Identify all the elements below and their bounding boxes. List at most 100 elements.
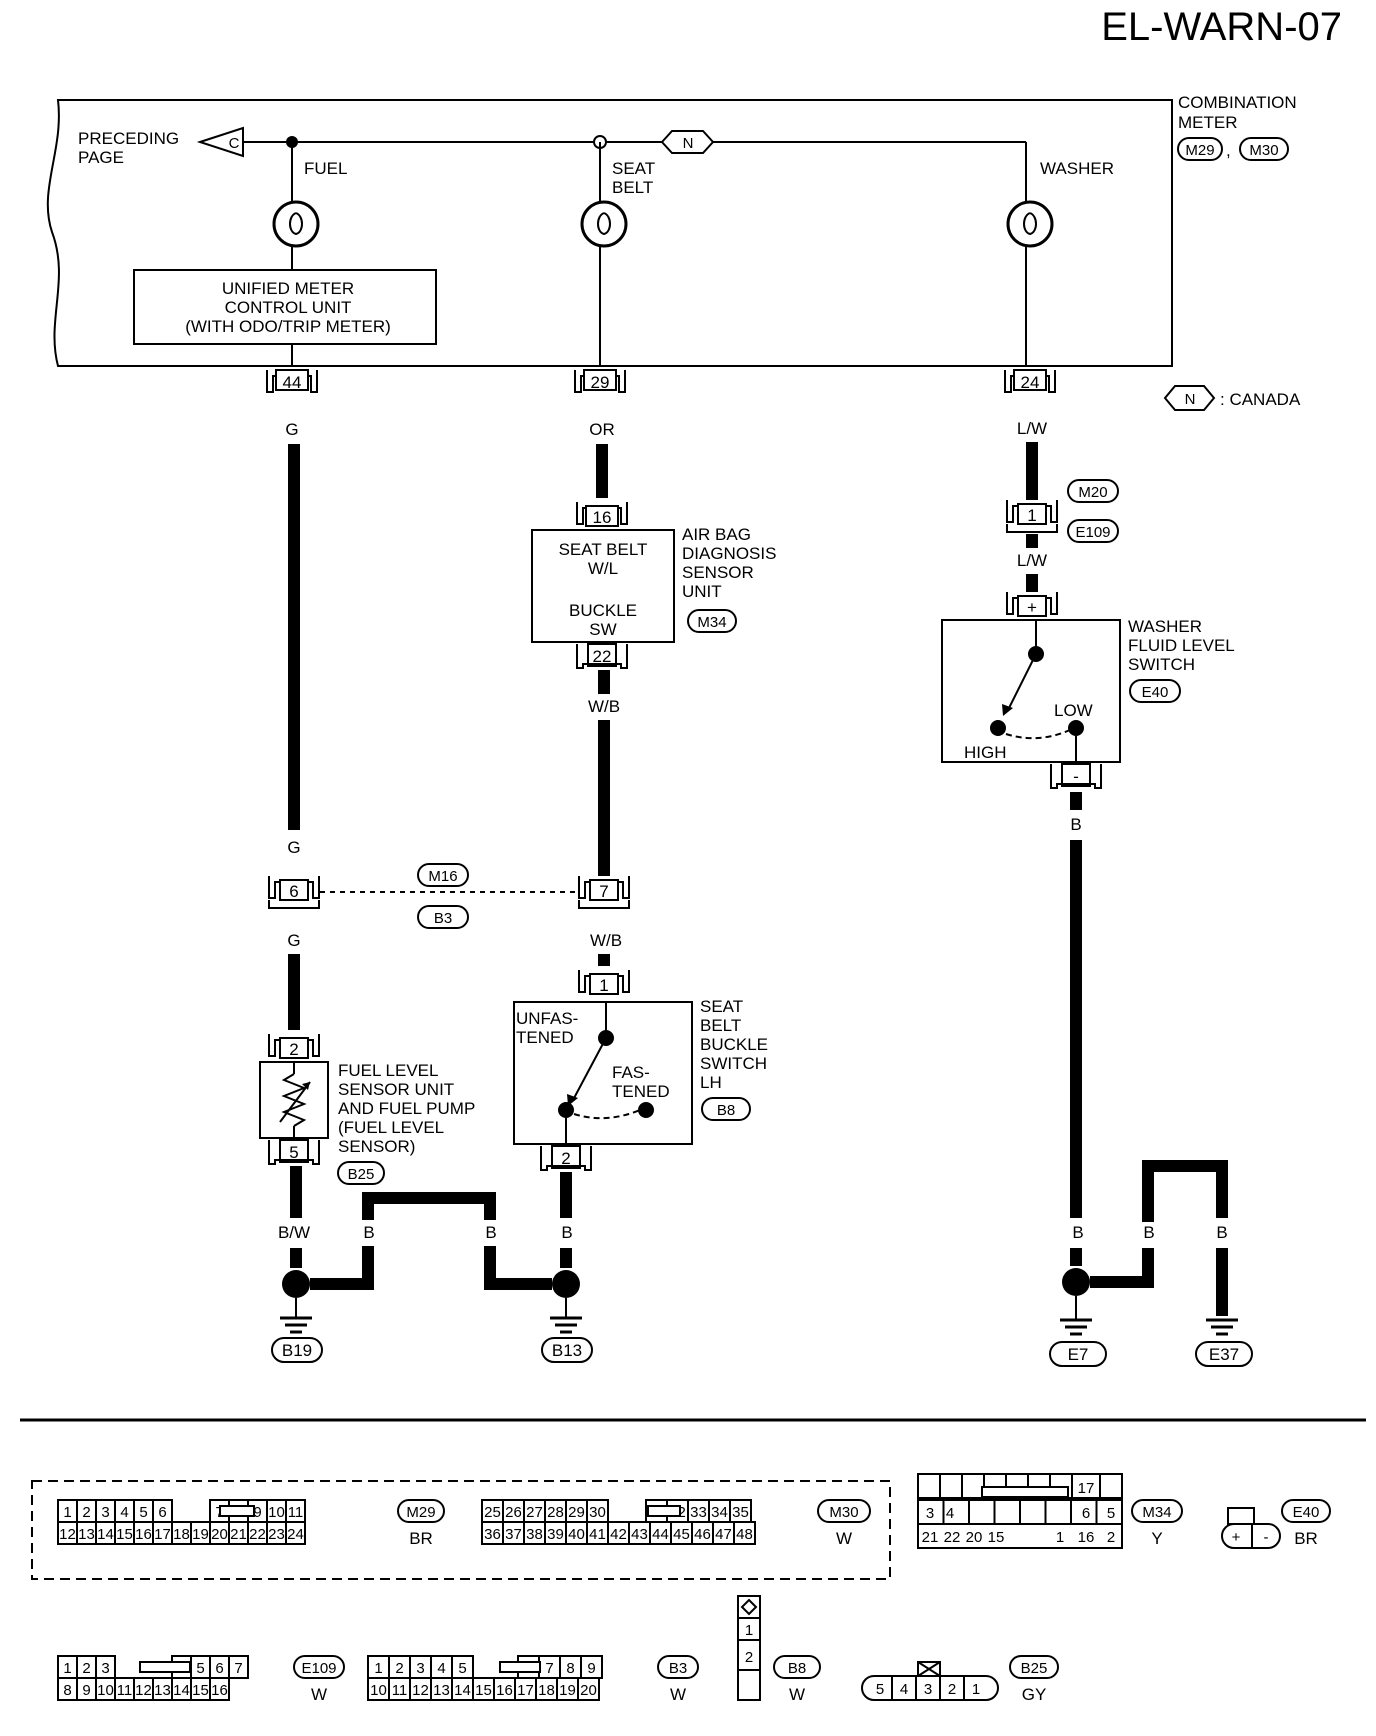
washer-terminal-minus: - — [1073, 767, 1079, 786]
m30-pin-35: 35 — [732, 1504, 749, 1521]
m29-pin-3: 3 — [101, 1504, 109, 1521]
m34-pin-3: 3 — [926, 1505, 934, 1522]
m34-pin-22: 22 — [944, 1529, 961, 1546]
wire-fuel-lower: G — [287, 931, 300, 950]
m29-pin-18: 18 — [173, 1526, 190, 1543]
e109-pin-15: 15 — [192, 1682, 209, 1699]
washer-low: LOW — [1054, 701, 1093, 720]
wire-seat-mid: W/B — [588, 697, 620, 716]
m30-pin-46: 46 — [694, 1526, 711, 1543]
fuel-sensor-label-2: SENSOR UNIT — [338, 1080, 454, 1099]
airbag-terminal-16: 16 — [593, 508, 612, 527]
airbag-connector: M34 — [697, 614, 726, 631]
airbag-inner-1: SEAT BELT — [559, 540, 648, 559]
fuel-sensor-label-5: SENSOR) — [338, 1137, 415, 1156]
m29-pin-11: 11 — [288, 1504, 304, 1521]
washer-circuit: L/W 1 M20 E109 L/W + HIGH LOW WASHER FLU… — [941, 419, 1253, 1367]
b3-pin-5: 5 — [458, 1660, 466, 1677]
m34-pin-17: 17 — [1078, 1480, 1095, 1497]
junction-terminal-1: 1 — [1027, 506, 1036, 525]
m30-pin-39: 39 — [547, 1526, 564, 1543]
combination-meter: COMBINATION METER M29 , M30 PRECEDING PA… — [46, 93, 1297, 367]
control-unit-3: (WITH ODO/TRIP METER) — [185, 317, 391, 336]
wire-ground-e3: B — [1216, 1223, 1227, 1242]
meter-connector-m29: M29 — [1185, 142, 1214, 159]
b8-color: W — [789, 1685, 805, 1704]
m29-pin-6: 6 — [158, 1504, 166, 1521]
preceding-page-2: PAGE — [78, 148, 124, 167]
b25-pin-1: 1 — [972, 1681, 980, 1698]
ground-b19: B19 — [282, 1341, 312, 1360]
control-unit-1: UNIFIED METER — [222, 279, 354, 298]
junction-connector-m20: M20 — [1078, 484, 1107, 501]
fuel-lamp-label: FUEL — [304, 159, 347, 178]
m30-pin-42: 42 — [610, 1526, 627, 1543]
buckle-label-1: SEAT — [700, 997, 743, 1016]
b3-pin-15: 15 — [475, 1682, 492, 1699]
seat-belt-lamp-label-1: SEAT — [612, 159, 655, 178]
m30-pin-25: 25 — [484, 1504, 501, 1521]
m29-pin-9: 9 — [253, 1504, 261, 1521]
b3-pin-20: 20 — [580, 1682, 597, 1699]
m30-pin-43: 43 — [631, 1526, 648, 1543]
variable-resistor-icon — [279, 1062, 311, 1138]
terminal-29: 29 — [591, 373, 610, 392]
m30-pin-48: 48 — [736, 1526, 753, 1543]
m30-pin-33: 33 — [690, 1504, 707, 1521]
b3-pin-8: 8 — [566, 1660, 574, 1677]
e40-color: BR — [1294, 1529, 1318, 1548]
b3-pin-10: 10 — [370, 1682, 387, 1699]
m30-pin-41: 41 — [589, 1526, 606, 1543]
junction-connector-e109: E109 — [1075, 524, 1110, 541]
buckle-label-3: BUCKLE — [700, 1035, 768, 1054]
m29-pin-22: 22 — [249, 1526, 266, 1543]
buckle-unfastened-1: UNFAS- — [516, 1009, 578, 1028]
b3-color: W — [670, 1685, 686, 1704]
m30-pin-27: 27 — [526, 1504, 543, 1521]
m34-pin-6: 6 — [1082, 1505, 1090, 1522]
airbag-inner-4: SW — [589, 620, 616, 639]
preceding-page-1: PRECEDING — [78, 129, 179, 148]
buckle-label-4: SWITCH — [700, 1054, 767, 1073]
e109-pin-9: 9 — [82, 1682, 90, 1699]
canada-legend: N : CANADA — [1163, 385, 1301, 411]
wire-ground-b1: B — [363, 1223, 374, 1242]
e109-pin-8: 8 — [63, 1682, 71, 1699]
b8-pin-1: 1 — [745, 1622, 753, 1639]
m34-pin-5: 5 — [1107, 1505, 1115, 1522]
m30-pin-44: 44 — [652, 1526, 669, 1543]
buckle-terminal-2: 2 — [561, 1149, 570, 1168]
airbag-terminal-22: 22 — [593, 647, 612, 666]
b25-name: B25 — [1021, 1660, 1048, 1677]
m29-pin-1: 1 — [63, 1504, 71, 1521]
fuel-sensor-label-1: FUEL LEVEL — [338, 1061, 438, 1080]
washer-terminal-plus: + — [1027, 598, 1037, 617]
m29-pin-19: 19 — [192, 1526, 209, 1543]
e109-pin-2: 2 — [82, 1660, 90, 1677]
wire-washer-mid: L/W — [1017, 551, 1047, 570]
meter-terminals: 44 29 24 — [266, 369, 1056, 393]
b8-pin-2: 2 — [745, 1649, 753, 1666]
m29-pin-12: 12 — [59, 1526, 76, 1543]
fuel-sensor-connector: B25 — [348, 1166, 375, 1183]
terminal-24: 24 — [1021, 373, 1040, 392]
airbag-label-2: DIAGNOSIS — [682, 544, 776, 563]
washer-label-3: SWITCH — [1128, 655, 1195, 674]
airbag-inner-3: BUCKLE — [569, 601, 637, 620]
page-code: EL-WARN-07 — [1101, 5, 1342, 49]
wire-seat-upper: OR — [589, 420, 615, 439]
m29-pin-15: 15 — [116, 1526, 133, 1543]
b3-pin-2: 2 — [395, 1660, 403, 1677]
buckle-switch-icon — [558, 1002, 654, 1144]
m30-pin-26: 26 — [505, 1504, 522, 1521]
e109-pin-5: 5 — [196, 1660, 204, 1677]
b25-pin-2: 2 — [948, 1681, 956, 1698]
b3-pin-13: 13 — [433, 1682, 450, 1699]
preceding-symbol: C — [229, 135, 240, 152]
wire-seat-lower: W/B — [590, 931, 622, 950]
b3-pin-4: 4 — [437, 1660, 445, 1677]
m29-pin-23: 23 — [268, 1526, 285, 1543]
b3-pin-7: 7 — [545, 1660, 553, 1677]
washer-connector: E40 — [1142, 684, 1169, 701]
